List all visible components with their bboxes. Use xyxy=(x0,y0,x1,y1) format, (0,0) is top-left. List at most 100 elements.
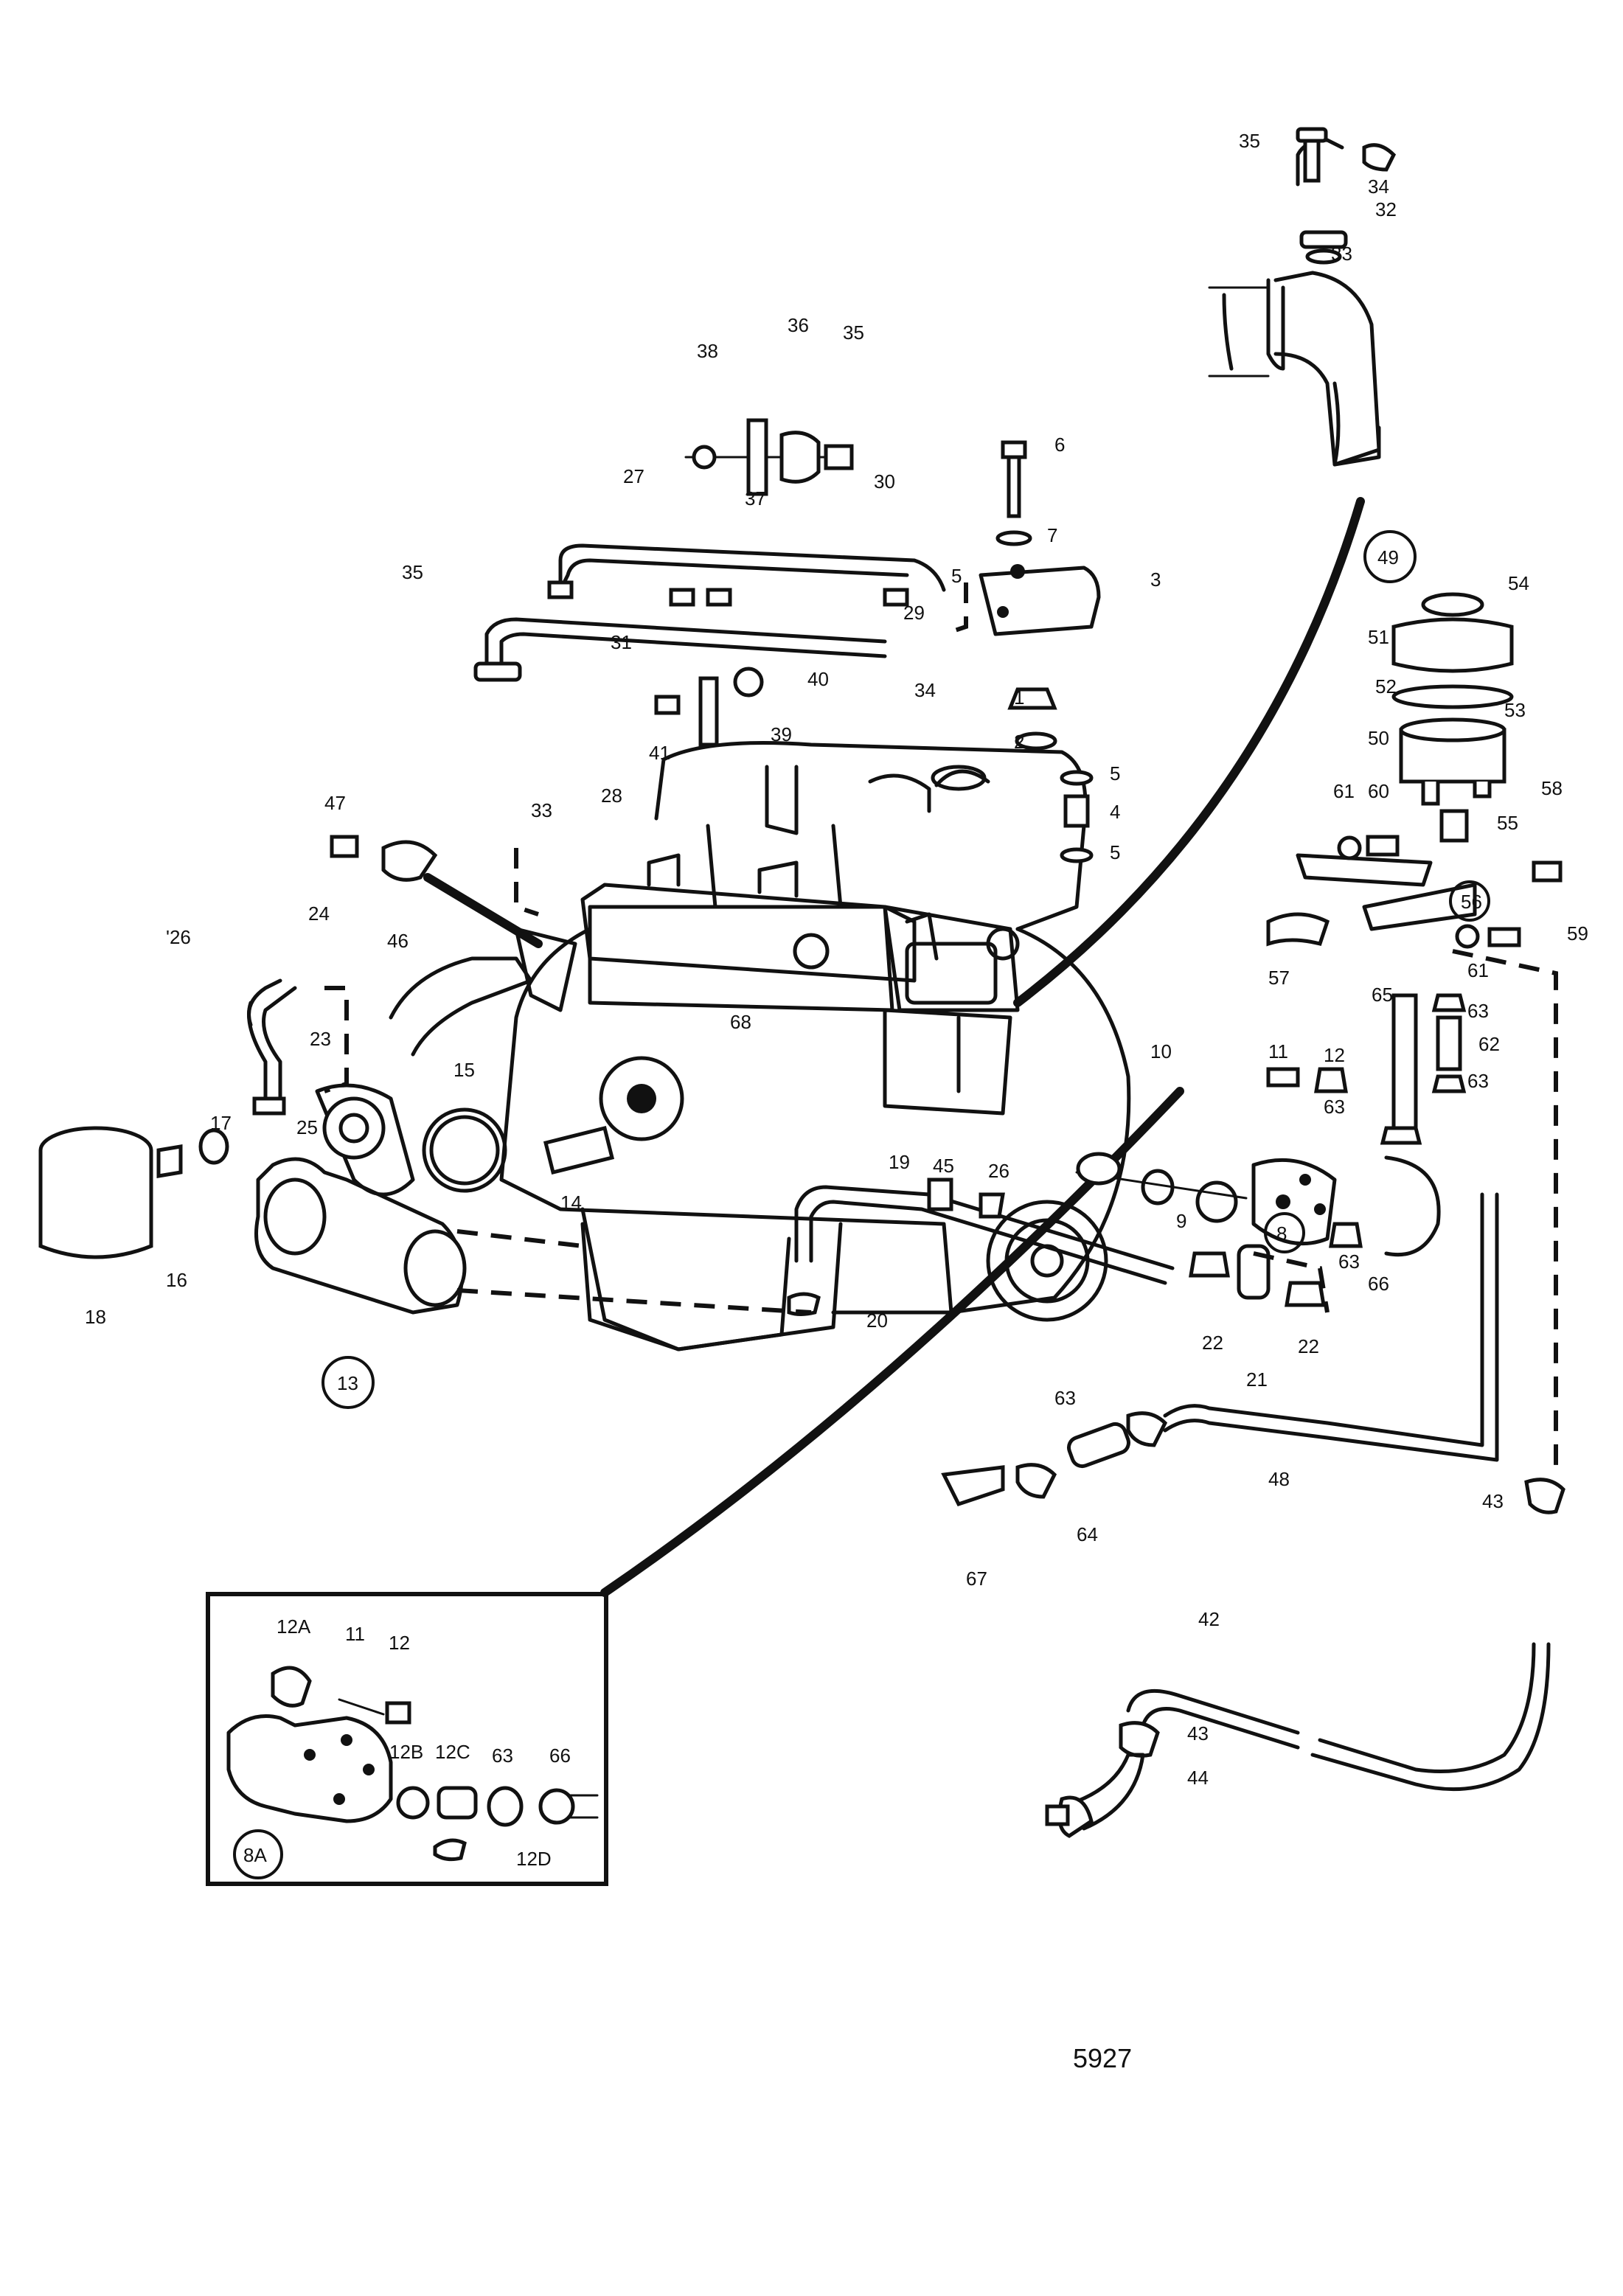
engine-block xyxy=(499,741,1131,1351)
exhaust-elbow-49 xyxy=(1208,127,1397,467)
bracket-56-57 xyxy=(1266,835,1563,949)
callout-c65: 65 xyxy=(1372,984,1393,1006)
callout-c31: 31 xyxy=(611,631,632,653)
callout-c61b: 61 xyxy=(1467,959,1489,981)
callout-c23: 23 xyxy=(310,1028,331,1050)
callout-c21: 21 xyxy=(1246,1368,1268,1391)
callout-i66: 66 xyxy=(549,1744,571,1767)
callout-c47: 47 xyxy=(324,792,346,814)
callout-c3: 3 xyxy=(1150,568,1161,591)
callout-c56: 56 xyxy=(1461,891,1482,913)
callout-c36: 36 xyxy=(788,314,809,336)
callout-c11: 11 xyxy=(1268,1040,1288,1062)
callout-c64: 64 xyxy=(1077,1523,1098,1545)
callout-c35c: 35 xyxy=(402,561,423,583)
oil-pipe-23 xyxy=(247,978,349,1116)
callout-c5c: 5 xyxy=(1110,841,1120,863)
callout-i12C: 12C xyxy=(435,1741,470,1763)
callout-c16: 16 xyxy=(166,1269,187,1291)
callout-c25: 25 xyxy=(296,1116,318,1138)
callout-c49: 49 xyxy=(1377,546,1399,568)
callout-c5b: 5 xyxy=(1110,762,1120,785)
callout-c60: 60 xyxy=(1368,780,1389,802)
callout-c22b: 22 xyxy=(1298,1335,1319,1357)
callout-c43b: 43 xyxy=(1187,1722,1209,1744)
oil-sump xyxy=(580,1222,791,1351)
callout-c40: 40 xyxy=(807,668,829,690)
callout-c15: 15 xyxy=(453,1059,475,1081)
callout-c26a: '26 xyxy=(166,926,191,948)
callout-c62: 62 xyxy=(1478,1033,1500,1055)
callout-c12: 12 xyxy=(1324,1044,1345,1066)
callout-c13: 13 xyxy=(337,1372,358,1394)
callout-c17: 17 xyxy=(210,1112,232,1134)
expansion-tank-group xyxy=(1391,592,1514,843)
callout-c27: 27 xyxy=(623,465,644,487)
callout-c4: 4 xyxy=(1110,801,1120,823)
callout-c35a: 35 xyxy=(1239,130,1260,152)
bolt-6 xyxy=(995,440,1032,546)
callout-c58: 58 xyxy=(1541,777,1563,799)
callout-c10: 10 xyxy=(1150,1040,1172,1062)
callout-c37: 37 xyxy=(745,487,766,509)
callout-c26b: 26 xyxy=(988,1160,1009,1182)
callout-c41: 41 xyxy=(649,742,670,764)
callout-c22a: 22 xyxy=(1202,1332,1223,1354)
callout-c51: 51 xyxy=(1368,626,1389,648)
hose-47-46 xyxy=(330,835,543,948)
callout-c20: 20 xyxy=(866,1309,888,1332)
callout-c33b: 33 xyxy=(531,799,552,821)
hose-66 xyxy=(1384,1155,1441,1257)
callout-c68: 68 xyxy=(730,1011,751,1033)
exhaust-hose-arc xyxy=(1013,497,1365,1007)
callout-c2: 2 xyxy=(1014,731,1024,753)
callout-c67: 67 xyxy=(966,1568,987,1590)
callout-c53: 53 xyxy=(1504,699,1526,721)
callout-c50: 50 xyxy=(1368,727,1389,749)
callout-c14: 14 xyxy=(560,1192,582,1214)
callout-c24: 24 xyxy=(308,902,330,925)
callout-c63d: 63 xyxy=(1338,1250,1360,1273)
callout-c33a: 33 xyxy=(1331,243,1352,265)
callout-c61a: 61 xyxy=(1333,780,1355,802)
callout-c54: 54 xyxy=(1508,572,1529,594)
top-water-pipe-27 xyxy=(547,543,946,607)
callout-c8: 8 xyxy=(1276,1222,1287,1245)
callout-c63b: 63 xyxy=(1467,1070,1489,1092)
callout-i12A: 12A xyxy=(277,1615,311,1638)
callout-i12D: 12D xyxy=(516,1848,552,1870)
callout-c55: 55 xyxy=(1497,812,1518,834)
callout-c9: 9 xyxy=(1176,1210,1186,1232)
drawing-number: 5927 xyxy=(1073,2043,1132,2073)
callout-c39: 39 xyxy=(771,723,792,745)
callout-c57: 57 xyxy=(1268,967,1290,989)
fittings-63-64-67 xyxy=(941,1411,1168,1507)
oil-filter-18 xyxy=(38,1126,229,1259)
callout-c44: 44 xyxy=(1187,1767,1209,1789)
exhaust-manifold xyxy=(580,853,939,983)
pipe-48 xyxy=(1163,1192,1499,1462)
hose-42-43-44 xyxy=(1045,949,1565,1838)
callout-c35b: 35 xyxy=(843,321,864,344)
callout-c34a: 34 xyxy=(1368,175,1389,198)
callout-c34b: 34 xyxy=(914,679,936,701)
callout-c32: 32 xyxy=(1375,198,1397,220)
callout-c59: 59 xyxy=(1567,922,1588,945)
ring-15-stud-14 xyxy=(422,1056,684,1193)
circle-markers xyxy=(233,530,1490,1879)
callout-c5a: 5 xyxy=(951,565,962,587)
callout-c43a: 43 xyxy=(1482,1490,1504,1512)
callout-c63e: 63 xyxy=(1054,1387,1076,1409)
callout-c48: 48 xyxy=(1268,1468,1290,1490)
callout-c29: 29 xyxy=(903,602,925,624)
callout-c28: 28 xyxy=(601,785,622,807)
callout-c19: 19 xyxy=(889,1151,910,1173)
callout-c46: 46 xyxy=(387,930,409,952)
pipe-65-62 xyxy=(1380,993,1467,1145)
callout-c1: 1 xyxy=(1014,686,1024,709)
callout-c7: 7 xyxy=(1047,524,1057,546)
callout-c63c: 63 xyxy=(1324,1096,1345,1118)
inset-box xyxy=(206,1592,608,1886)
